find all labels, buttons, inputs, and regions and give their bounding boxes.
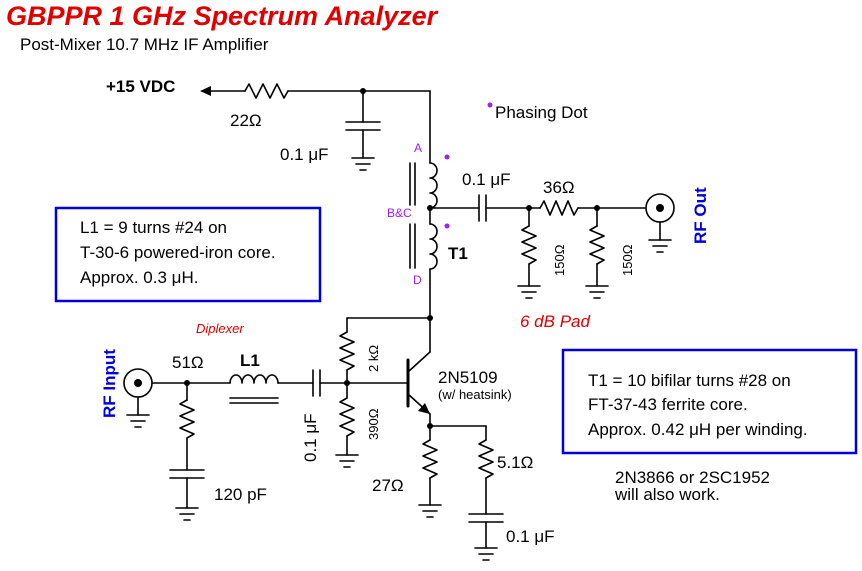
t1-note-line-3: Approx. 0.42 μH per winding.: [588, 420, 808, 439]
phasing-dot-label: Phasing Dot: [495, 103, 588, 122]
supply-voltage-label: +15 VDC: [106, 77, 175, 96]
resistor-36-label: 36Ω: [543, 178, 575, 197]
tap-d-label: D: [413, 273, 422, 287]
emitter-network: [418, 425, 504, 561]
t1-label: T1: [448, 244, 468, 263]
resistor-27-label: 27Ω: [372, 476, 404, 495]
transistor-2n5109: [406, 317, 433, 429]
pad-label: 6 dB Pad: [520, 312, 590, 331]
l1-note-line-1: L1 = 9 turns #24 on: [80, 218, 227, 237]
resistor-2k-label: 2 kΩ: [366, 345, 381, 372]
capacitor-120pf-label: 120 pF: [214, 485, 267, 504]
t1-note-line-1: T1 = 10 bifilar turns #28 on: [588, 371, 791, 390]
resistor-5-1-label: 5.1Ω: [497, 453, 533, 472]
rf-input-label: RF Input: [100, 349, 119, 418]
ground-symbol: [351, 157, 375, 171]
tap-a-label: A: [414, 141, 422, 155]
resistor-51-ohm: [179, 399, 195, 439]
l1-note-line-2: T-30-6 powered-iron core.: [80, 243, 276, 262]
resistor-27-ohm: [422, 439, 438, 479]
t1-note-box: [561, 348, 858, 455]
diagram-title: GBPPR 1 GHz Spectrum Analyzer: [6, 1, 439, 31]
resistor-5-1-ohm: [478, 439, 494, 479]
phasing-dot-a: [444, 154, 450, 160]
output-pad: [429, 194, 646, 299]
supply-rail: [200, 83, 431, 171]
l1-note-line-3: Approx. 0.3 μH.: [80, 268, 198, 287]
resistor-150b-label: 150Ω: [620, 244, 635, 276]
rf-input-connector: [123, 368, 153, 428]
transformer-t1: [409, 154, 450, 319]
rf-out-connector: [645, 193, 675, 253]
resistor-150-ohm-a: [521, 225, 537, 265]
phasing-dot-b: [444, 223, 450, 229]
resistor-2k: [339, 331, 355, 371]
phasing-dot-legend: [487, 102, 493, 108]
resistor-390-ohm: [339, 397, 355, 437]
capacitor-supply-label: 0.1 μF: [280, 145, 329, 164]
resistor-36-ohm: [539, 200, 579, 216]
resistor-150a-label: 150Ω: [552, 244, 567, 276]
capacitor-output-label: 0.1 μF: [462, 170, 511, 189]
resistor-22-label: 22Ω: [230, 111, 262, 130]
rf-out-label: RF Out: [691, 187, 710, 244]
alt-transistor-note-1: 2N3866 or 2SC1952: [615, 468, 770, 487]
alt-transistor-note-2: will also work.: [614, 485, 720, 504]
capacitor-emitter-label: 0.1 μF: [506, 527, 555, 546]
diplexer-label: Diplexer: [196, 321, 244, 336]
input-network: [151, 315, 433, 521]
t1-note-line-2: FT-37-43 ferrite core.: [588, 395, 748, 414]
resistor-51-label: 51Ω: [172, 353, 204, 372]
transistor-label: 2N5109: [438, 368, 498, 387]
capacitor-coupling-label: 0.1 μF: [301, 413, 320, 462]
resistor-390-label: 390Ω: [366, 408, 381, 440]
inductor-l1: [229, 374, 279, 384]
l1-note-box: [54, 206, 322, 303]
resistor-22-ohm: [244, 83, 289, 99]
tap-bc-label: B&C: [387, 206, 412, 220]
heatsink-label: (w/ heatsink): [438, 387, 512, 402]
diagram-subtitle: Post-Mixer 10.7 MHz IF Amplifier: [20, 35, 269, 54]
resistor-150-ohm-b: [589, 225, 605, 265]
l1-label: L1: [240, 351, 260, 370]
